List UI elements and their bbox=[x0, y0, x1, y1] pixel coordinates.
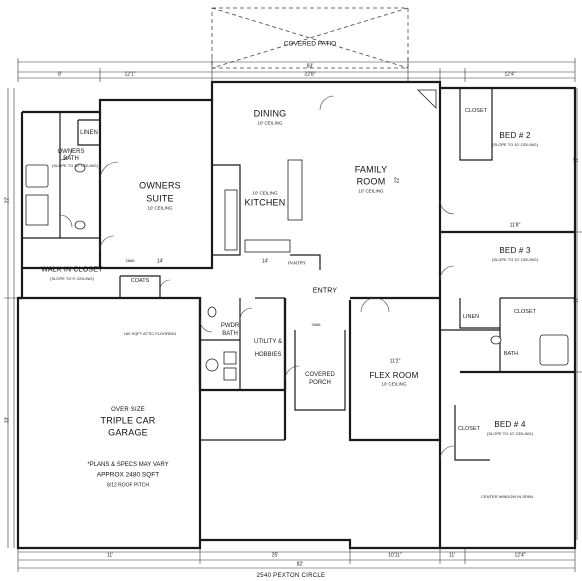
pantry-label: PANTRY bbox=[288, 260, 306, 266]
utility-label: UTILITY & bbox=[254, 338, 282, 345]
dim-owners-width: 14' bbox=[156, 258, 164, 265]
plans-specs-note: *PLANS & SPECS MAY VARY bbox=[87, 461, 169, 468]
covered-porch-label-2: PORCH bbox=[309, 379, 331, 386]
side-dimension-lines bbox=[4, 88, 582, 548]
approx-sqft-note: APPROX 2480 SQFT bbox=[96, 471, 160, 479]
center-window-note: CENTER WINDOW IN SPAN bbox=[481, 493, 533, 499]
closet-ceiling: (SLOPE TO 9' CEILING) bbox=[50, 275, 94, 281]
dim-bottom-overall: 82' bbox=[296, 561, 304, 568]
dim-bottom-2: 25' bbox=[271, 552, 279, 559]
owners-bath-label-1: OWNERS bbox=[57, 148, 85, 155]
dim-left-2: 33' bbox=[4, 416, 11, 424]
entry-label: ENTRY bbox=[312, 287, 338, 295]
bed2-label: BED # 2 bbox=[499, 130, 531, 140]
owners-suite-label-1: OWNERS bbox=[139, 180, 181, 191]
garage-label-2: TRIPLE CAR bbox=[100, 415, 156, 426]
family-room-label-1: FAMILY bbox=[354, 164, 388, 175]
attic-flooring-note: 160 SQFT ATTIC FLOORING bbox=[123, 330, 177, 336]
dim-top-overall: 83' bbox=[306, 63, 314, 70]
dim-left-1: 22' bbox=[4, 196, 11, 204]
covered-patio-label: COVERED PATIO bbox=[283, 40, 337, 48]
linen-label-hall: LINEN bbox=[462, 314, 480, 321]
bed3-label: BED # 3 bbox=[499, 245, 531, 255]
top-dimension-lines bbox=[17, 58, 576, 82]
family-room-ceiling: 10' CEILING bbox=[358, 188, 384, 194]
flex-room-label: FLEX ROOM bbox=[369, 370, 419, 380]
owners-suite-ceiling: 10' CEILING bbox=[147, 205, 173, 211]
bed3-ceiling: (SLOPE TO 10' CEILING) bbox=[492, 256, 538, 262]
walk-in-closet-label: WALK IN CLOSET bbox=[41, 266, 103, 274]
dim-bottom-1: 11' bbox=[106, 552, 114, 559]
covered-patio-outline bbox=[211, 7, 409, 69]
bed4-ceiling: (SLOPE TO 10' CEILING) bbox=[487, 430, 533, 436]
dim-right-1: 12' bbox=[573, 156, 580, 164]
dim-bottom-5: 12'4" bbox=[514, 552, 526, 559]
family-room-label-2: ROOM bbox=[356, 176, 386, 187]
dim-bed3-width: 11'8" bbox=[509, 222, 521, 229]
kitchen-label: KITCHEN bbox=[244, 197, 286, 208]
exterior-walls bbox=[16, 80, 577, 550]
owners-bath-ceiling: (SLOPE TO 10' CEILING) bbox=[52, 162, 98, 168]
dim-top-4: 8' bbox=[58, 71, 62, 78]
owners-suite-label-2: SUITE bbox=[146, 193, 174, 204]
dining-label: DINING bbox=[253, 108, 287, 119]
pwdr-bath-label-2: BATH bbox=[222, 330, 238, 337]
bed4-closet-label: CLOSET bbox=[457, 426, 481, 433]
garage-label-1: OVER SIZE bbox=[111, 406, 145, 413]
dim-top-1: 12'1" bbox=[124, 71, 136, 78]
dim-flex-width: 11'2" bbox=[389, 358, 401, 365]
linen-label-owners: LINEN bbox=[80, 129, 98, 136]
owners-bath-label-2: BATH bbox=[63, 155, 79, 162]
bed2-ceiling: (SLOPE TO 10' CEILING) bbox=[492, 141, 538, 147]
dim-right-2: 11' bbox=[573, 296, 580, 304]
kitchen-ceiling: 10' CEILING bbox=[252, 190, 278, 196]
bed3-closet-label: CLOSET bbox=[513, 309, 537, 316]
bath-label: BATH bbox=[503, 351, 519, 358]
bed2-closet-label: CLOSET bbox=[464, 108, 488, 115]
bottom-dimension-lines bbox=[17, 548, 576, 572]
bed4-label: BED # 4 bbox=[494, 419, 526, 429]
coats-label: COATS bbox=[130, 278, 150, 285]
address-label: 2540 PEXTON CIRCLE bbox=[256, 572, 326, 579]
door-2868-label: 2868 bbox=[125, 257, 135, 263]
dim-bottom-3: 10'11" bbox=[388, 552, 402, 559]
dim-kitchen-width: 14' bbox=[261, 258, 269, 265]
garage-label-3: GARAGE bbox=[108, 427, 148, 438]
dim-family-depth: 22' bbox=[394, 176, 401, 184]
dim-bottom-4: 11' bbox=[448, 552, 456, 559]
dim-top-2: 22'8" bbox=[304, 71, 316, 78]
pwdr-bath-label-1: PWDR bbox=[220, 322, 240, 329]
flex-room-ceiling: 10' CEILING bbox=[381, 381, 407, 387]
roof-pitch-note: 8/12 ROOF PITCH bbox=[107, 482, 149, 489]
door-swings bbox=[59, 95, 455, 461]
dining-ceiling: 10' CEILING bbox=[257, 120, 283, 126]
interior-walls bbox=[18, 88, 575, 548]
hobbies-label: HOBBIES bbox=[254, 351, 282, 358]
door-3068-label: 3068 bbox=[311, 321, 321, 327]
fixtures bbox=[25, 89, 569, 381]
dim-top-3: 12'4" bbox=[504, 71, 516, 78]
covered-porch-label-1: COVERED bbox=[305, 371, 335, 378]
